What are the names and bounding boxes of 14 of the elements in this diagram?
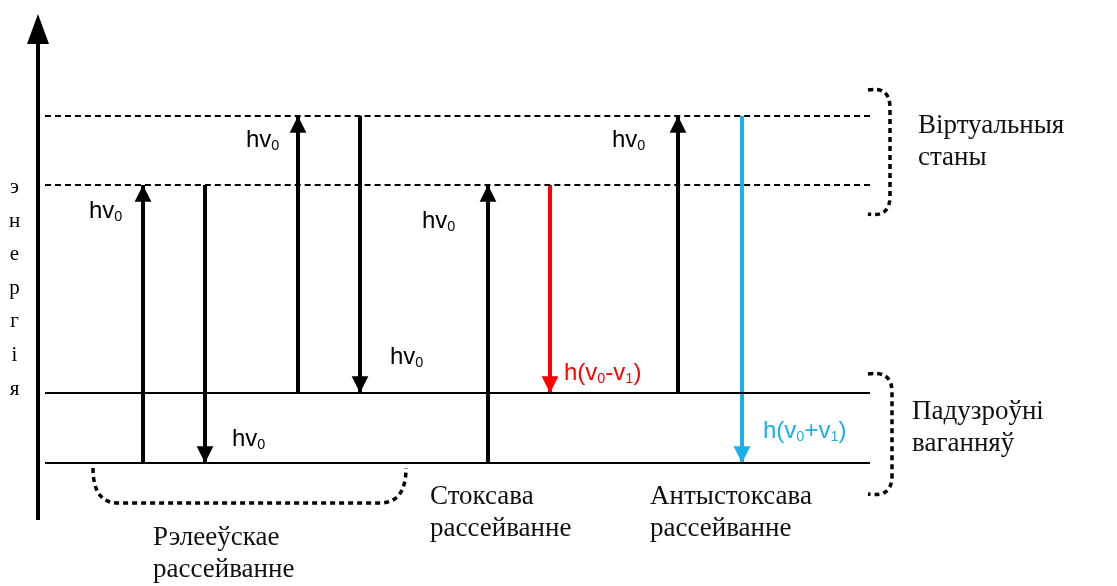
scattering-label: Рэлееўскае рассейванне	[153, 520, 296, 584]
transition-arrow	[733, 116, 751, 463]
transition-arrow	[289, 116, 307, 393]
scattering-label: Стоксава рассейванне	[430, 479, 573, 543]
transition-arrow	[541, 185, 559, 393]
transition-arrow	[196, 185, 214, 463]
transition-arrow	[479, 185, 497, 463]
region-label: Віртуальныя станы	[918, 108, 1066, 172]
transition-arrow	[669, 116, 687, 393]
transition-arrow	[134, 185, 152, 463]
transition-arrow	[351, 116, 369, 393]
axis-label: энергія	[8, 173, 21, 402]
region-label: Падузроўні ваганняў	[912, 394, 1045, 458]
scattering-label: Антыстоксава рассейванне	[650, 479, 813, 543]
